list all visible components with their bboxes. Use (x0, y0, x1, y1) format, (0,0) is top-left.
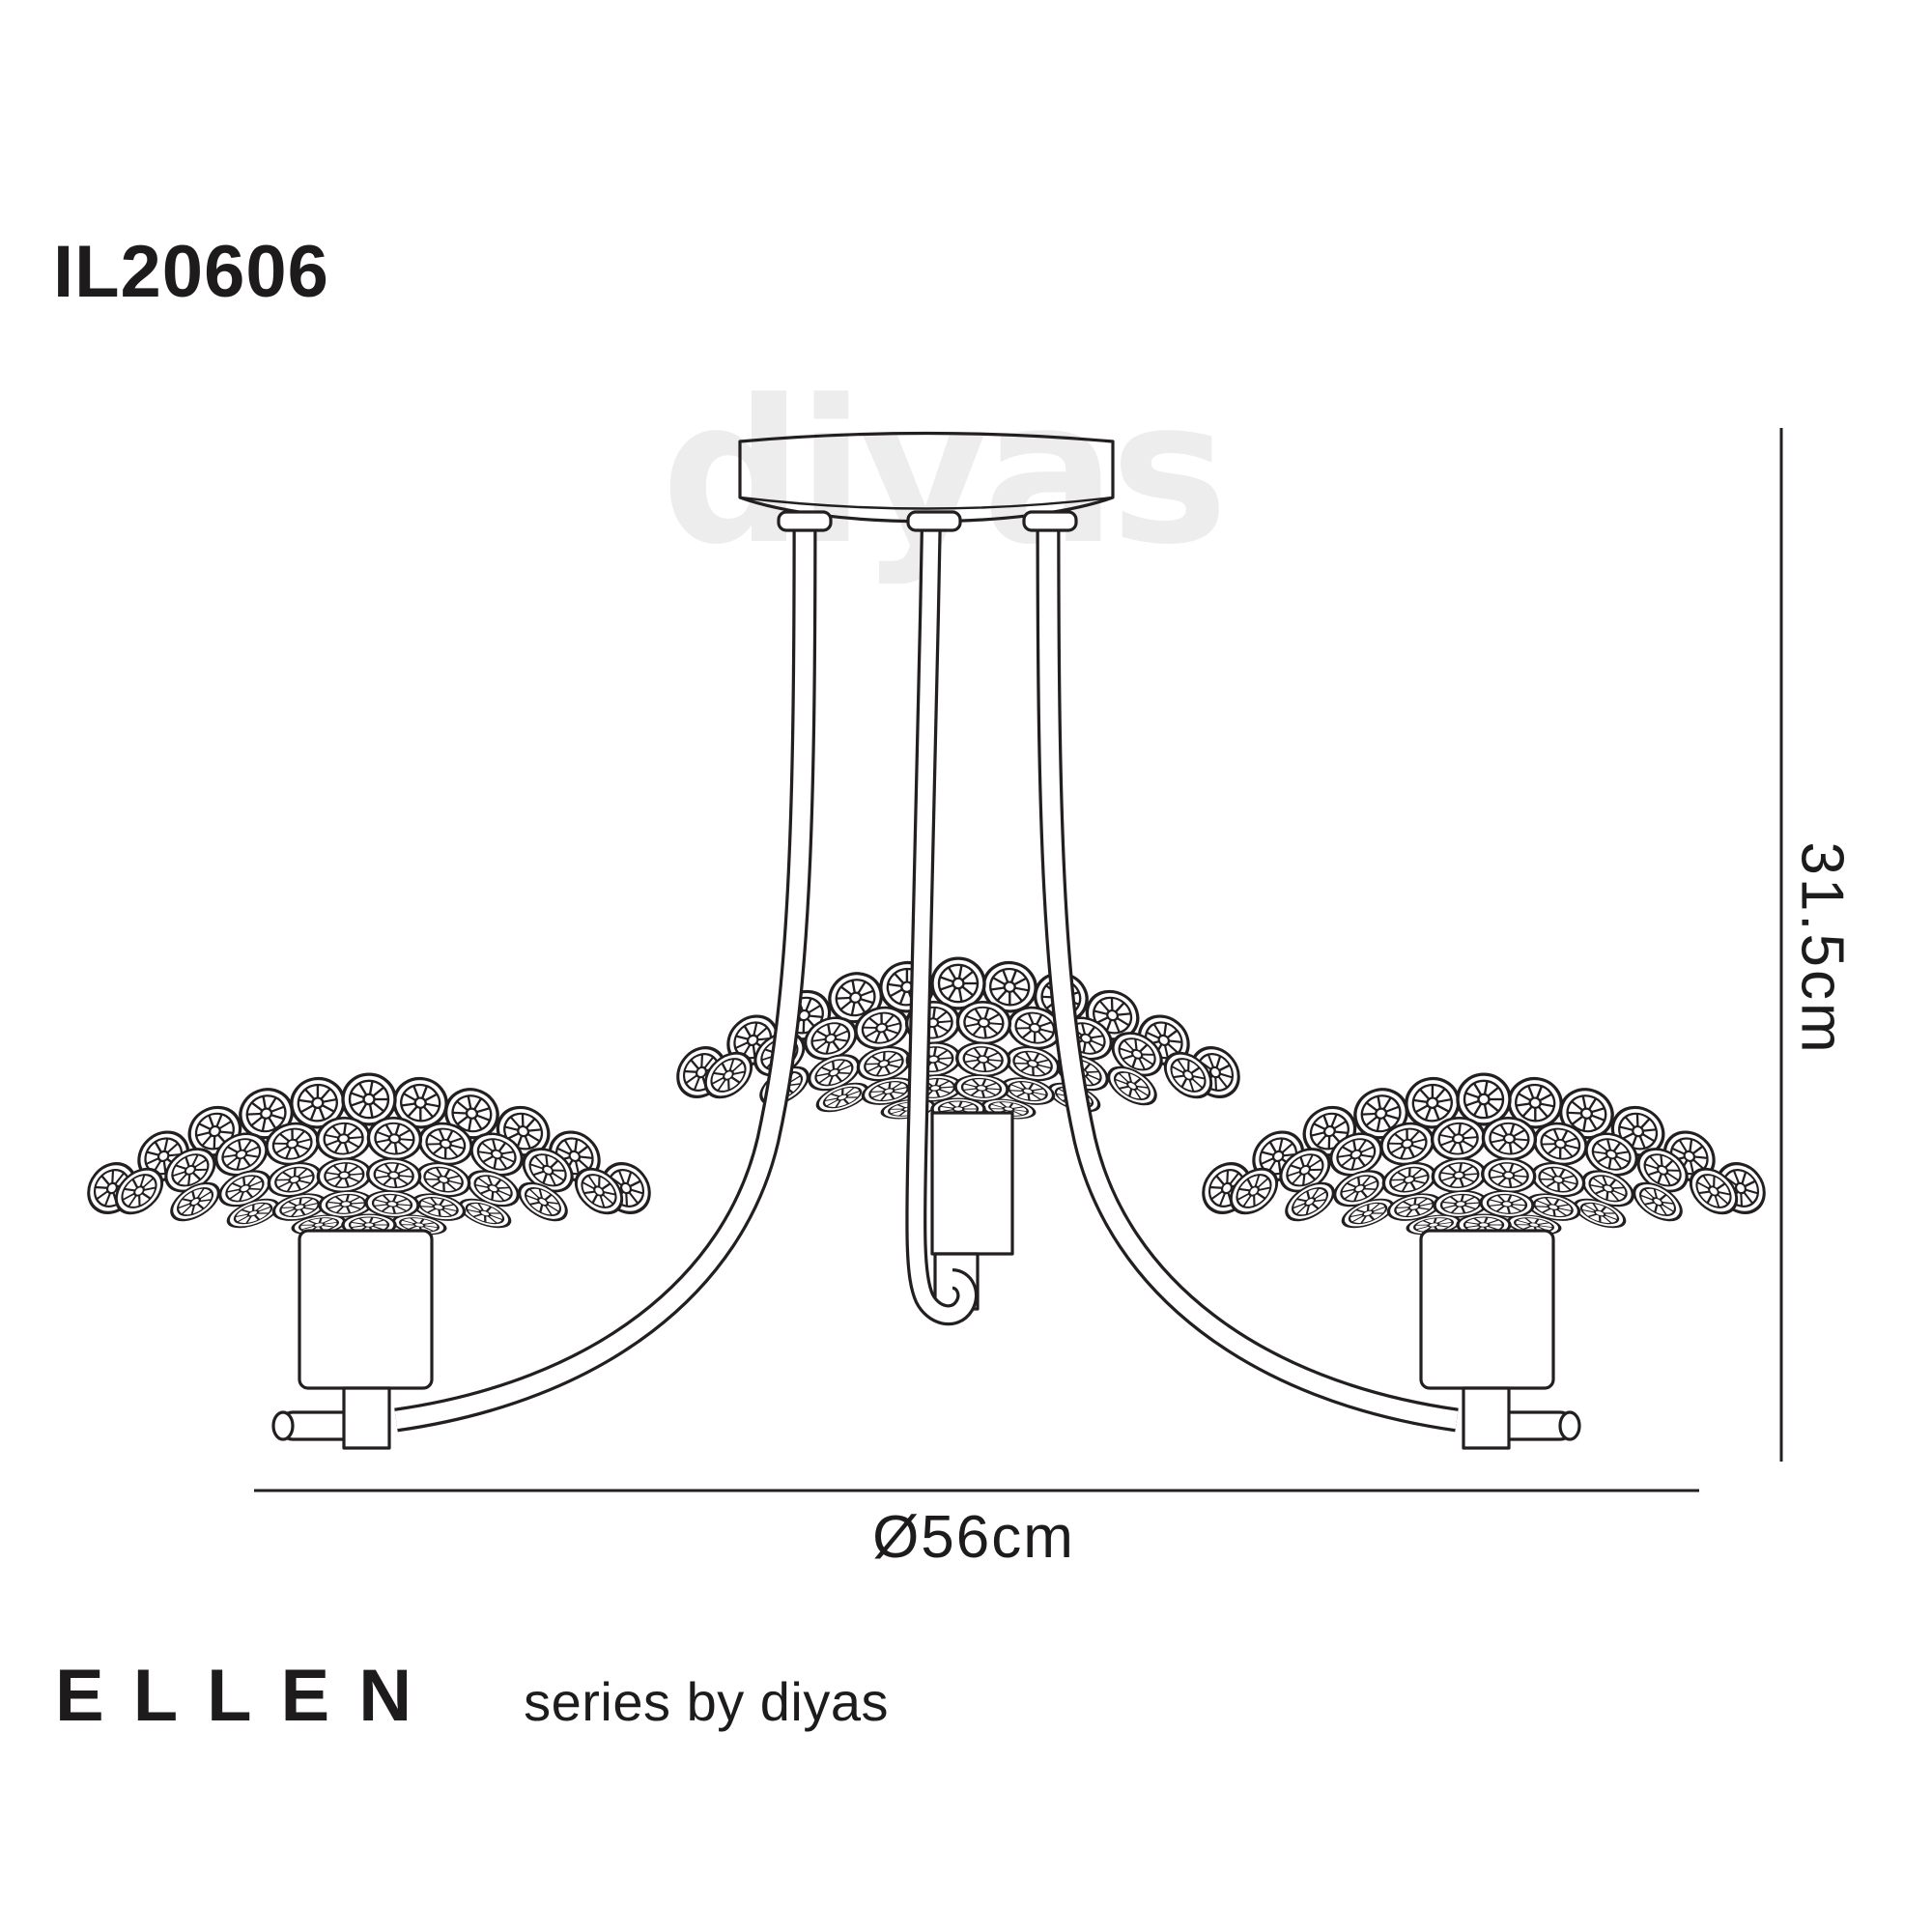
crystal-dish-left (77, 1072, 661, 1239)
lamp-holder-right (1419, 1229, 1581, 1450)
stem-collar-left (777, 510, 833, 532)
series-byline: series by diyas (524, 1671, 889, 1732)
crystal-ring (1456, 1072, 1512, 1126)
crystal-dish-center (667, 956, 1250, 1123)
arm-left (394, 515, 817, 1433)
stem-collar-center (906, 510, 962, 532)
series-branding: ELLEN series by diyas (55, 1654, 889, 1738)
height-dimension-label: 31.5cm (1788, 841, 1856, 1056)
crystal-ring (315, 1154, 374, 1196)
center-stem (905, 515, 979, 1326)
mount-bracket-right (1462, 1386, 1511, 1450)
diyas-watermark: diyas (662, 358, 1223, 588)
arm-right (1036, 515, 1459, 1433)
crystal-ring (341, 1072, 397, 1126)
crystal-ring (930, 956, 986, 1010)
stem-collars (777, 510, 1078, 532)
crystal-dish-right (1192, 1072, 1776, 1239)
stem-collar-right (1022, 510, 1078, 532)
lamp-holder-center (930, 1111, 1014, 1311)
crystal-ring (364, 1154, 423, 1196)
ceiling-plate (738, 431, 1115, 524)
mount-bracket-left (342, 1386, 391, 1450)
mount-bar-left-cap (271, 1410, 295, 1441)
crystal-ring (953, 1038, 1012, 1080)
width-dimension-label: Ø56cm (872, 1504, 1075, 1571)
mount-bar-right-cap (1558, 1410, 1581, 1441)
crystal-ring (1430, 1154, 1489, 1196)
crystal-ring (1479, 1154, 1538, 1196)
series-name: ELLEN (55, 1655, 441, 1737)
lamp-holder-left (271, 1229, 434, 1450)
product-code: IL20606 (53, 231, 329, 313)
